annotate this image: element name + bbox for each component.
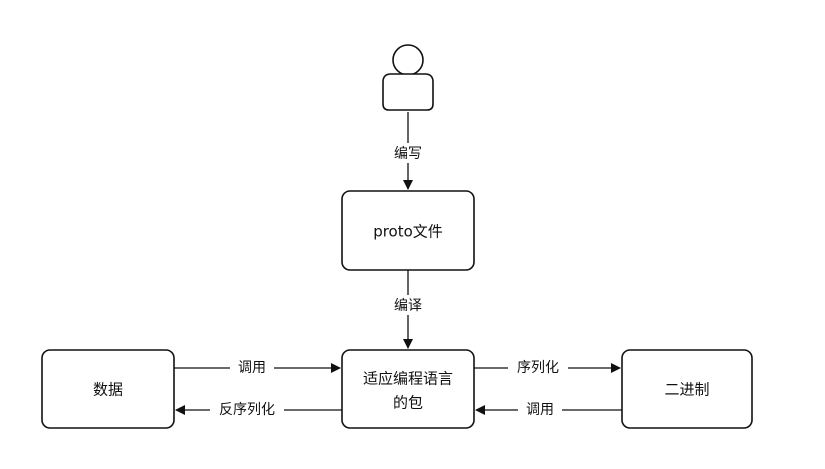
edge-binary-call: 调用: [475, 400, 622, 420]
edge-compile-label: 编译: [394, 298, 422, 314]
node-proto-file-label: proto文件: [373, 223, 443, 241]
node-language-package-line1: 适应编程语言: [363, 370, 453, 388]
node-language-package: 适应编程语言 的包: [341, 349, 475, 429]
edge-serialize-label: 序列化: [517, 360, 559, 376]
node-binary-label: 二进制: [664, 381, 709, 399]
node-data-label: 数据: [93, 381, 123, 399]
user-icon: [382, 44, 434, 111]
edge-write: 编写: [386, 112, 430, 190]
node-binary: 二进制: [621, 349, 753, 429]
edge-deserialize-label: 反序列化: [219, 402, 275, 418]
node-proto-file: proto文件: [341, 190, 475, 271]
edge-binary-call-label: 调用: [526, 402, 554, 418]
edge-serialize: 序列化: [474, 358, 621, 378]
node-language-package-line2: 的包: [393, 394, 423, 412]
edge-data-call: 调用: [174, 358, 341, 378]
edge-data-call-label: 调用: [238, 360, 266, 376]
edge-deserialize: 反序列化: [175, 400, 342, 420]
edge-compile: 编译: [386, 270, 430, 349]
node-data: 数据: [41, 349, 175, 429]
edge-write-label: 编写: [394, 146, 422, 162]
